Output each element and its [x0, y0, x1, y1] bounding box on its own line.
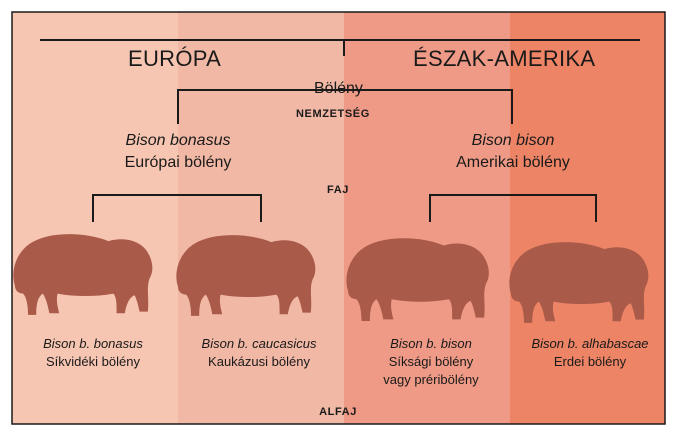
- bison-icon: [346, 238, 489, 322]
- species-latin-europe: Bison bonasus: [125, 132, 231, 149]
- species-branch-america: [429, 194, 597, 222]
- subspecies-common-2: Kaukázusi bölény: [208, 354, 310, 369]
- subspecies-common-3-alt: vagy préribölény: [383, 372, 479, 387]
- subspecies-common-4: Erdei bölény: [553, 354, 627, 369]
- bison-icon: [13, 234, 153, 315]
- subspecies-common-1: Síkvidéki bölény: [46, 354, 140, 369]
- frame: [11, 11, 666, 425]
- band-america-2: [510, 12, 665, 424]
- species-branch-europe: [92, 194, 262, 222]
- region-label-europe: EURÓPA: [128, 46, 222, 71]
- genus-name: Bölény: [314, 80, 363, 97]
- subspecies-latin-3: Bison b. bison: [390, 336, 472, 351]
- species-rank-label: FAJ: [327, 184, 349, 196]
- subspecies-rank-label: ALFAJ: [319, 406, 357, 418]
- genus-branch: [177, 89, 513, 124]
- species-latin-america: Bison bison: [471, 132, 555, 149]
- band-america-1: [344, 12, 510, 424]
- subspecies-common-3: Síksági bölény: [388, 354, 474, 369]
- genus-rank-label: NEMZETSÉG: [296, 108, 370, 120]
- bison-icon: [176, 235, 316, 316]
- bison-icon: [509, 242, 649, 323]
- subspecies-latin-4: Bison b. alhabascae: [531, 336, 649, 351]
- subspecies-latin-2: Bison b. caucasicus: [201, 336, 317, 351]
- subspecies-latin-1: Bison b. bonasus: [43, 336, 143, 351]
- tree-lines: [40, 39, 640, 222]
- band-europe-1: [12, 12, 178, 424]
- species-common-america: Amerikai bölény: [456, 154, 570, 171]
- species-common-europe: Európai bölény: [124, 154, 232, 171]
- region-label-north-america: ÉSZAK-AMERIKA: [413, 46, 596, 71]
